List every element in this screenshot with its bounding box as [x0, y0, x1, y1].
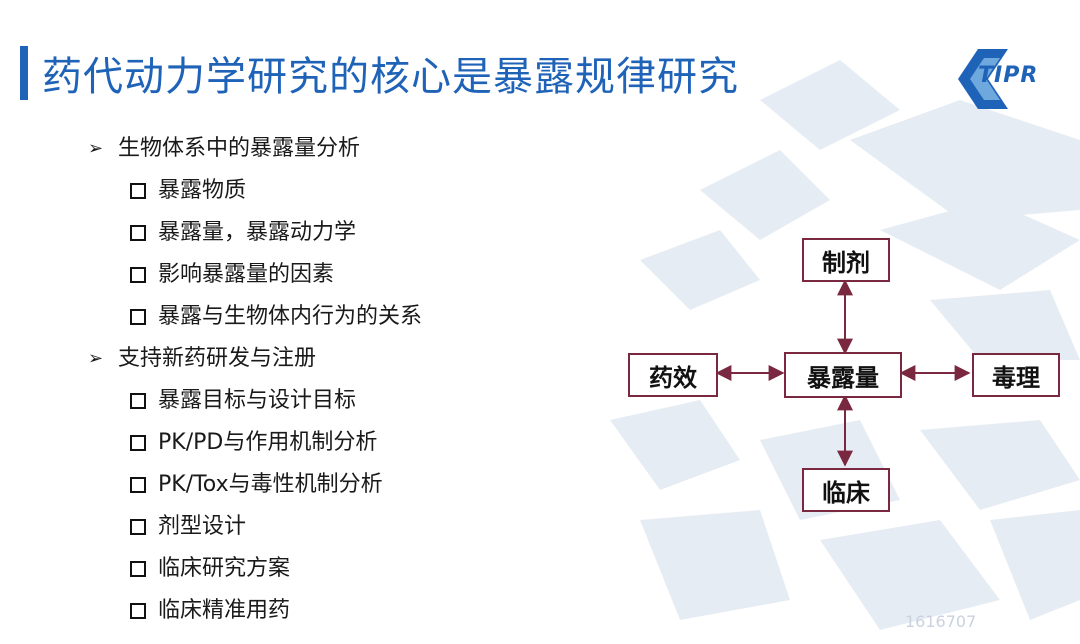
square-bullet-icon: [130, 435, 146, 451]
watermark: 1616707: [905, 612, 977, 631]
list-item-text: PK/PD与作用机制分析: [158, 430, 378, 455]
list-item-text: 暴露与生物体内行为的关系: [158, 304, 423, 329]
square-bullet-icon: [130, 477, 146, 493]
logo-text: TIPR: [978, 63, 1039, 88]
node-top: 制剂: [802, 238, 890, 282]
bullet-text: 生物体系中的暴露量分析: [118, 136, 361, 161]
square-bullet-icon: [130, 561, 146, 577]
square-bullet-icon: [130, 519, 146, 535]
square-bullet-icon: [130, 393, 146, 409]
list-item-text: 暴露目标与设计目标: [158, 388, 357, 413]
square-bullet-icon: [130, 183, 146, 199]
node-center: 暴露量: [784, 352, 902, 398]
slide-title: 药代动力学研究的核心是暴露规律研究: [42, 54, 739, 100]
square-bullet-icon: [130, 225, 146, 241]
node-left: 药效: [628, 353, 718, 397]
node-right: 毒理: [972, 353, 1060, 397]
list-item-text: 暴露物质: [158, 178, 247, 203]
node-bottom: 临床: [802, 468, 890, 512]
list-item-text: 剂型设计: [158, 514, 247, 539]
list-item-text: 临床精准用药: [158, 598, 291, 623]
tipr-logo-icon: [958, 49, 1008, 109]
arrow-bullet-icon: ➢: [88, 348, 104, 369]
bullet-text: 支持新药研发与注册: [118, 346, 317, 371]
square-bullet-icon: [130, 309, 146, 325]
square-bullet-icon: [130, 267, 146, 283]
arrow-bullet-icon: ➢: [88, 138, 104, 159]
exposure-diagram: 制剂 暴露量 药效 毒理 临床: [600, 220, 1070, 520]
list-item-text: 影响暴露量的因素: [158, 262, 335, 287]
square-bullet-icon: [130, 603, 146, 619]
diagram-arrows: [715, 279, 971, 467]
list-item-text: PK/Tox与毒性机制分析: [158, 472, 383, 497]
list-item-text: 暴露量，暴露动力学: [158, 220, 357, 245]
title-accent-bar: [20, 46, 28, 100]
list-item-text: 临床研究方案: [158, 556, 291, 581]
